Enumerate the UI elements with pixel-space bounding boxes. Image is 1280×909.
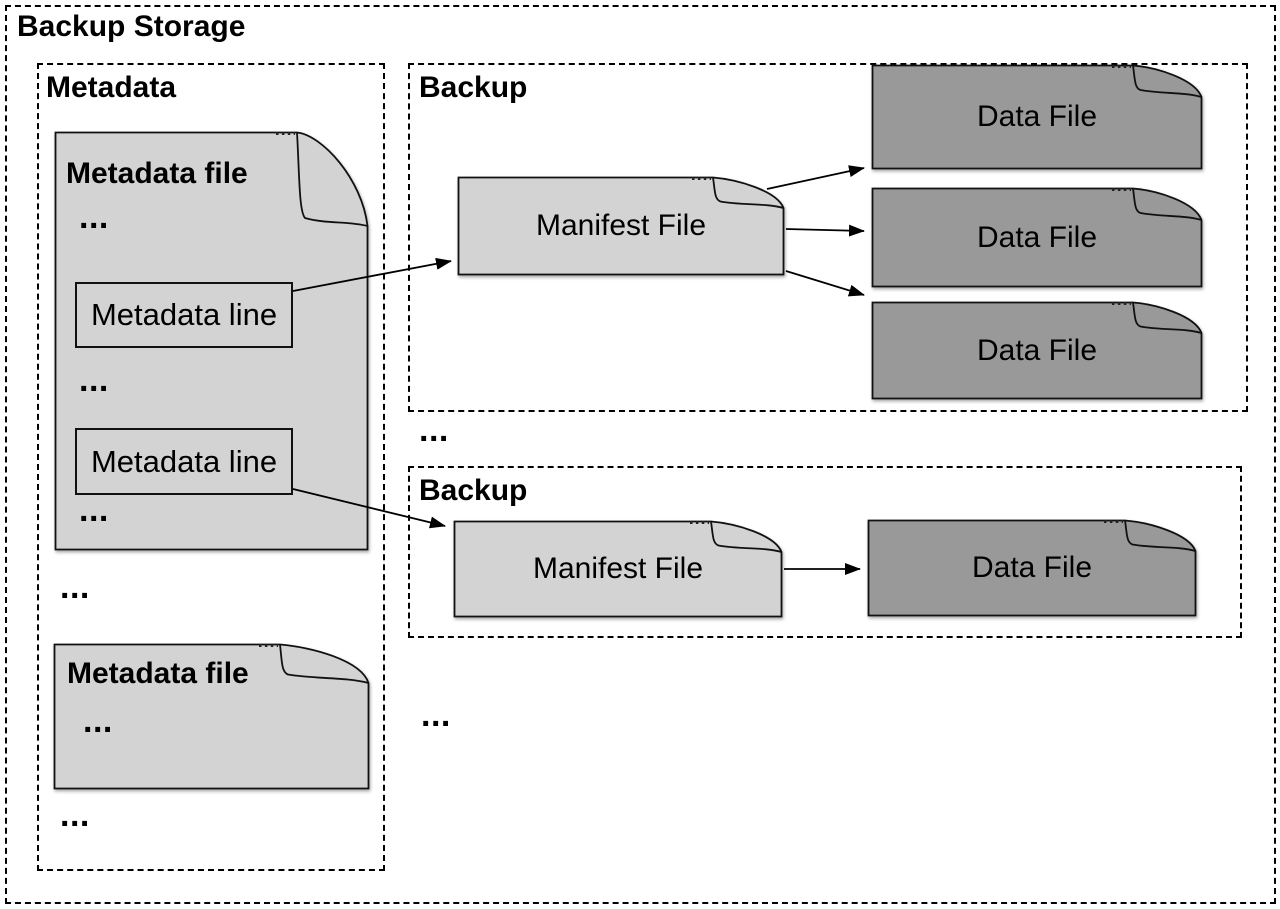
data-file-1-label: Data File (976, 100, 1098, 133)
document-body (453, 520, 783, 618)
document-fold (1132, 188, 1202, 221)
document-body (457, 176, 785, 276)
ellipsis: ... (60, 568, 90, 606)
backup-1-label: Backup (419, 71, 528, 104)
document-shape (53, 643, 370, 790)
metadata-file-1: Metadata file ... Metadata line ... Meta… (54, 131, 369, 551)
manifest-file-2: Manifest File (453, 520, 783, 618)
ellipsis: ... (79, 198, 109, 236)
ellipsis: ... (83, 702, 113, 740)
manifest-file-2-label: Manifest File (532, 552, 704, 585)
document-shape (54, 131, 369, 551)
document-body (871, 187, 1203, 288)
ellipsis: ... (79, 361, 109, 399)
data-file-2: Data File (871, 187, 1203, 288)
data-file-4: Data File (867, 519, 1197, 617)
ellipsis: ... (79, 491, 109, 529)
document-shape (871, 64, 1203, 170)
document-fold (1132, 302, 1202, 334)
document-fold (1124, 520, 1196, 552)
document-shape (867, 519, 1197, 617)
document-body (871, 301, 1203, 400)
document-body (53, 643, 370, 790)
manifest-file-1: Manifest File (457, 176, 785, 276)
metadata-file-2: Metadata file ... (53, 643, 370, 790)
document-fold (296, 132, 368, 227)
manifest-file-1-label: Manifest File (535, 209, 707, 242)
document-shape (871, 187, 1203, 288)
document-fold (1132, 65, 1202, 98)
data-file-3: Data File (871, 301, 1203, 400)
document-shape (457, 176, 785, 276)
data-file-1: Data File (871, 64, 1203, 170)
document-fold (710, 521, 782, 553)
backup-storage-label: Backup Storage (17, 10, 246, 43)
metadata-label: Metadata (46, 71, 177, 104)
ellipsis: ... (60, 796, 90, 834)
ellipsis: ... (421, 696, 451, 734)
data-file-4-label: Data File (971, 551, 1093, 584)
document-body (867, 519, 1197, 617)
metadata-file-1-title: Metadata file (66, 157, 248, 190)
backup-1-container (408, 63, 1248, 412)
backup-2-container (408, 466, 1242, 638)
data-file-2-label: Data File (976, 220, 1098, 254)
document-fold (279, 644, 369, 684)
backup-storage-container (5, 5, 1276, 904)
document-shape (453, 520, 783, 618)
document-fold (712, 177, 784, 209)
ellipsis: ... (419, 411, 449, 449)
metadata-line-2: Metadata line (75, 428, 293, 495)
metadata-line-1: Metadata line (75, 282, 293, 348)
metadata-container (37, 63, 385, 871)
data-file-3-label: Data File (976, 333, 1098, 367)
document-shape (871, 301, 1203, 400)
document-body (871, 64, 1203, 170)
backup-2-label: Backup (419, 474, 528, 507)
metadata-file-2-title: Metadata file (67, 657, 249, 690)
